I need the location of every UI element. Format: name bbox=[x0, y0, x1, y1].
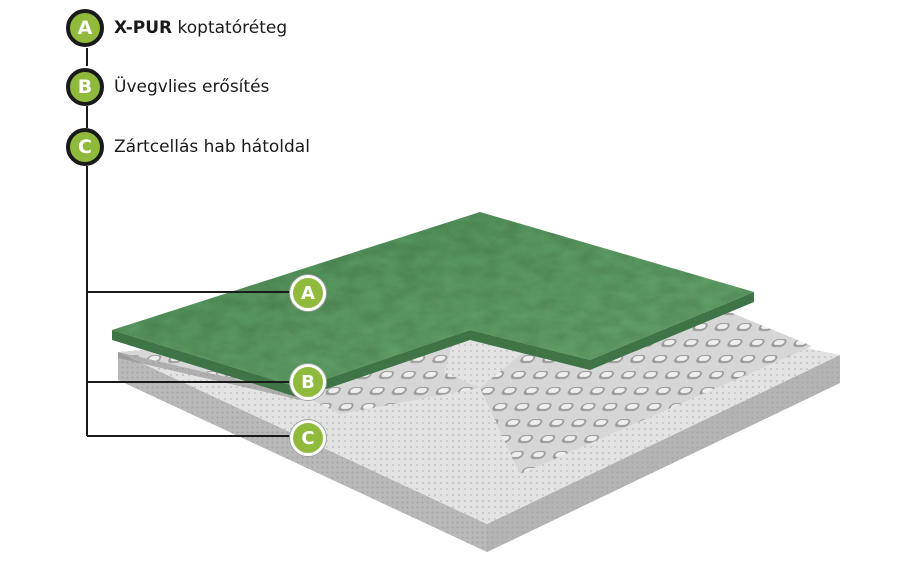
legend-badge-c: C bbox=[66, 128, 104, 166]
legend-item-b: B Üvegvlies erősítés bbox=[66, 68, 269, 106]
legend-badge-b: B bbox=[66, 68, 104, 106]
legend-item-c: C Zártcellás hab hátoldal bbox=[66, 128, 310, 166]
legend-item-a: A X-PUR koptatóréteg bbox=[66, 9, 287, 47]
leader-lines bbox=[86, 48, 292, 437]
legend-label-b-text: Üvegvlies erősítés bbox=[114, 77, 270, 97]
legend-label-a: X-PUR koptatóréteg bbox=[114, 18, 287, 38]
legend-label-a-bold: X-PUR bbox=[114, 18, 173, 38]
callout-c: C bbox=[290, 420, 326, 456]
callout-a: A bbox=[290, 275, 326, 311]
callout-b: B bbox=[290, 364, 326, 400]
legend-label-a-text: koptatóréteg bbox=[172, 18, 288, 38]
legend-badge-a: A bbox=[66, 9, 104, 47]
legend-label-b: Üvegvlies erősítés bbox=[114, 77, 269, 97]
legend-label-c: Zártcellás hab hátoldal bbox=[114, 137, 310, 157]
legend-label-c-text: Zártcellás hab hátoldal bbox=[114, 137, 310, 157]
